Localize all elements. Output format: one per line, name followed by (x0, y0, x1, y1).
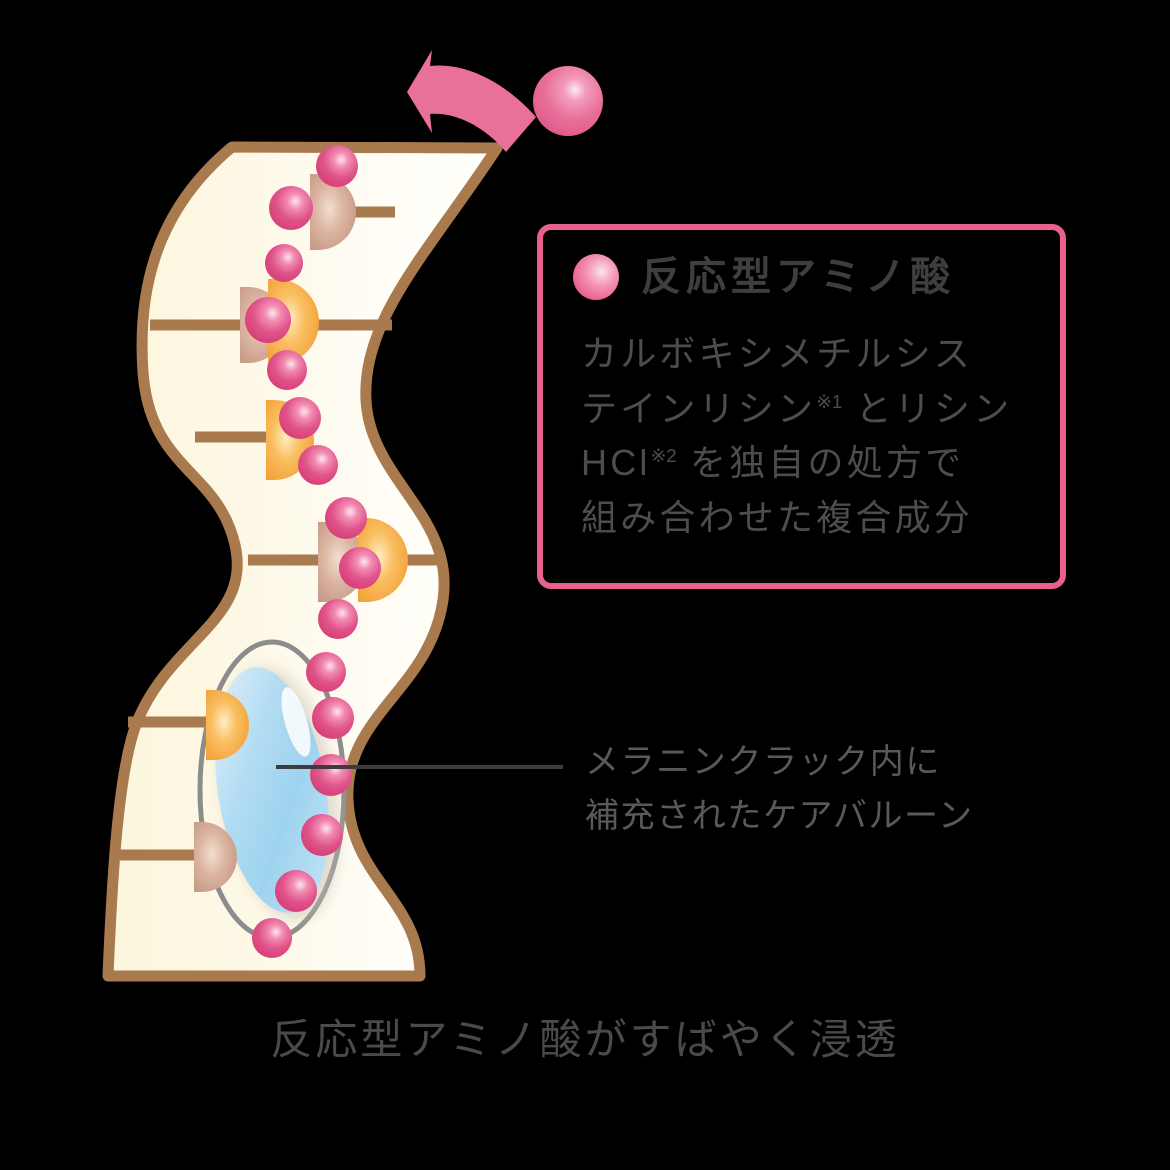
card-body-line-3-text: HCl (581, 442, 651, 484)
penetration-arrow-group (407, 50, 603, 152)
amino-acid-particle (325, 497, 367, 539)
amino-acid-particle (339, 547, 381, 589)
card-body-text: カルボキシメチルシス テインリシン※1 とリシン HCl※2 を独自の処方で 組… (581, 327, 1041, 546)
amino-acid-particle (306, 652, 346, 692)
amino-acid-particle (298, 445, 338, 485)
receptor-dome-orange-4 (206, 690, 249, 760)
receptor-dome-tan-1 (310, 174, 356, 250)
balloon-highlight (281, 687, 311, 757)
receptor-dome-orange-1 (268, 279, 319, 365)
card-body-line-3-tail: を独自の処方で (676, 442, 965, 484)
card-body-line-3: HCl※2 を独自の処方で (581, 436, 1041, 491)
callout-line-1: メラニンクラック内に (585, 743, 941, 781)
amino-acid-particle (310, 754, 352, 796)
card-body-line-4: 組み合わせた複合成分 (581, 497, 974, 539)
card-body-line-2-tail: とリシン (842, 387, 1013, 429)
card-body-line-2-text: テインリシン (581, 387, 817, 429)
ingredient-info-card: 反応型アミノ酸 カルボキシメチルシス テインリシン※1 とリシン HCl※2 を… (537, 224, 1066, 589)
amino-acid-particle (269, 186, 313, 230)
amino-acid-particles (245, 145, 381, 958)
pink-dot-icon (573, 254, 619, 300)
penetration-arrow (407, 50, 536, 152)
amino-acid-particle (301, 814, 343, 856)
receptor-dome-tan-4 (194, 822, 237, 892)
amino-acid-particle (267, 350, 307, 390)
amino-acid-particle (318, 599, 358, 639)
card-header: 反応型アミノ酸 (573, 254, 955, 300)
card-body-line-1: カルボキシメチルシス (581, 333, 974, 374)
incoming-amino-acid-particle (533, 66, 603, 136)
amino-acid-particle (279, 397, 321, 439)
amino-acid-particle (252, 918, 292, 958)
balloon-callout-label: メラニンクラック内に 補充されたケアバルーン (585, 736, 1085, 843)
figure-caption: 反応型アミノ酸がすばやく浸透 (270, 1016, 900, 1063)
amino-acid-particle (275, 870, 317, 912)
amino-acid-particle (265, 244, 303, 282)
amino-acid-particle (245, 297, 291, 343)
card-title: 反応型アミノ酸 (641, 255, 956, 299)
amino-acid-particle (316, 145, 358, 187)
amino-acid-particle (312, 697, 354, 739)
footnote-marker-1: ※1 (816, 390, 843, 412)
card-body-line-2: テインリシン※1 とリシン (581, 382, 1041, 437)
footnote-marker-2: ※2 (650, 445, 677, 467)
callout-line-2: 補充されたケアバルーン (585, 796, 974, 835)
